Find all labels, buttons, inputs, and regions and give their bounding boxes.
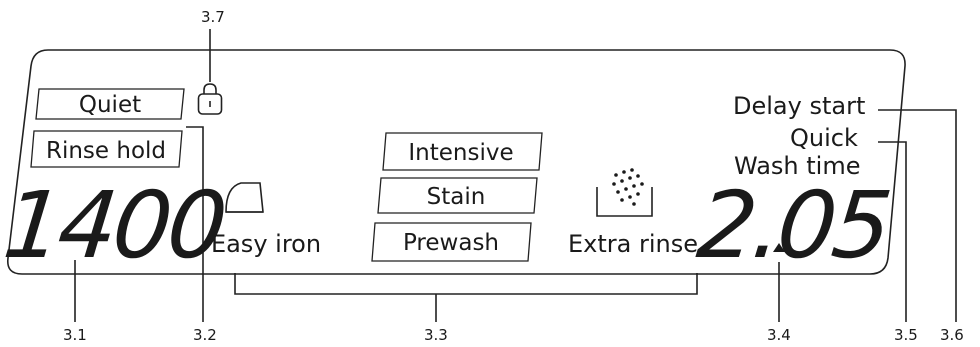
callout-3-2: 3.2 <box>193 326 217 344</box>
easy-iron-label: Easy iron <box>211 230 321 258</box>
stain-box <box>377 177 538 214</box>
quiet-label: Quiet <box>79 92 141 118</box>
stain-label: Stain <box>427 184 486 210</box>
quick-label: Quick <box>790 124 858 152</box>
callout-3-7: 3.7 <box>201 8 225 26</box>
callout-3-5: 3.5 <box>894 326 918 344</box>
lock-icon <box>197 83 223 115</box>
callout-bracket-3-3 <box>234 273 698 295</box>
intensive-label: Intensive <box>408 140 513 166</box>
rinse-hold-label: Rinse hold <box>46 138 166 164</box>
callout-3-6: 3.6 <box>940 326 964 344</box>
extra-rinse-icon <box>596 168 653 217</box>
wash-time-display: 2.05 <box>693 171 893 279</box>
iron-icon <box>225 182 264 213</box>
callout-3-3: 3.3 <box>424 326 448 344</box>
intensive-box <box>382 132 543 171</box>
time-pointer-icon <box>773 243 785 252</box>
callout-line-3-2 <box>186 126 204 322</box>
quiet-box <box>35 88 185 120</box>
wash-time-label: Wash time <box>734 152 860 180</box>
rinse-hold-box <box>30 130 183 168</box>
prewash-label: Prewash <box>403 230 499 256</box>
callout-3-1: 3.1 <box>63 326 87 344</box>
callout-line-3-6 <box>878 109 957 322</box>
callout-3-4: 3.4 <box>767 326 791 344</box>
spin-speed-value: 1400 <box>0 171 228 279</box>
spin-speed-display: 1400 <box>0 171 228 279</box>
delay-start-label: Delay start <box>733 92 865 120</box>
prewash-box <box>371 222 532 262</box>
panel-outline <box>6 49 906 275</box>
extra-rinse-label: Extra rinse <box>568 230 698 258</box>
wash-time-value: 2.05 <box>693 171 893 279</box>
callout-line-3-5 <box>878 141 907 322</box>
